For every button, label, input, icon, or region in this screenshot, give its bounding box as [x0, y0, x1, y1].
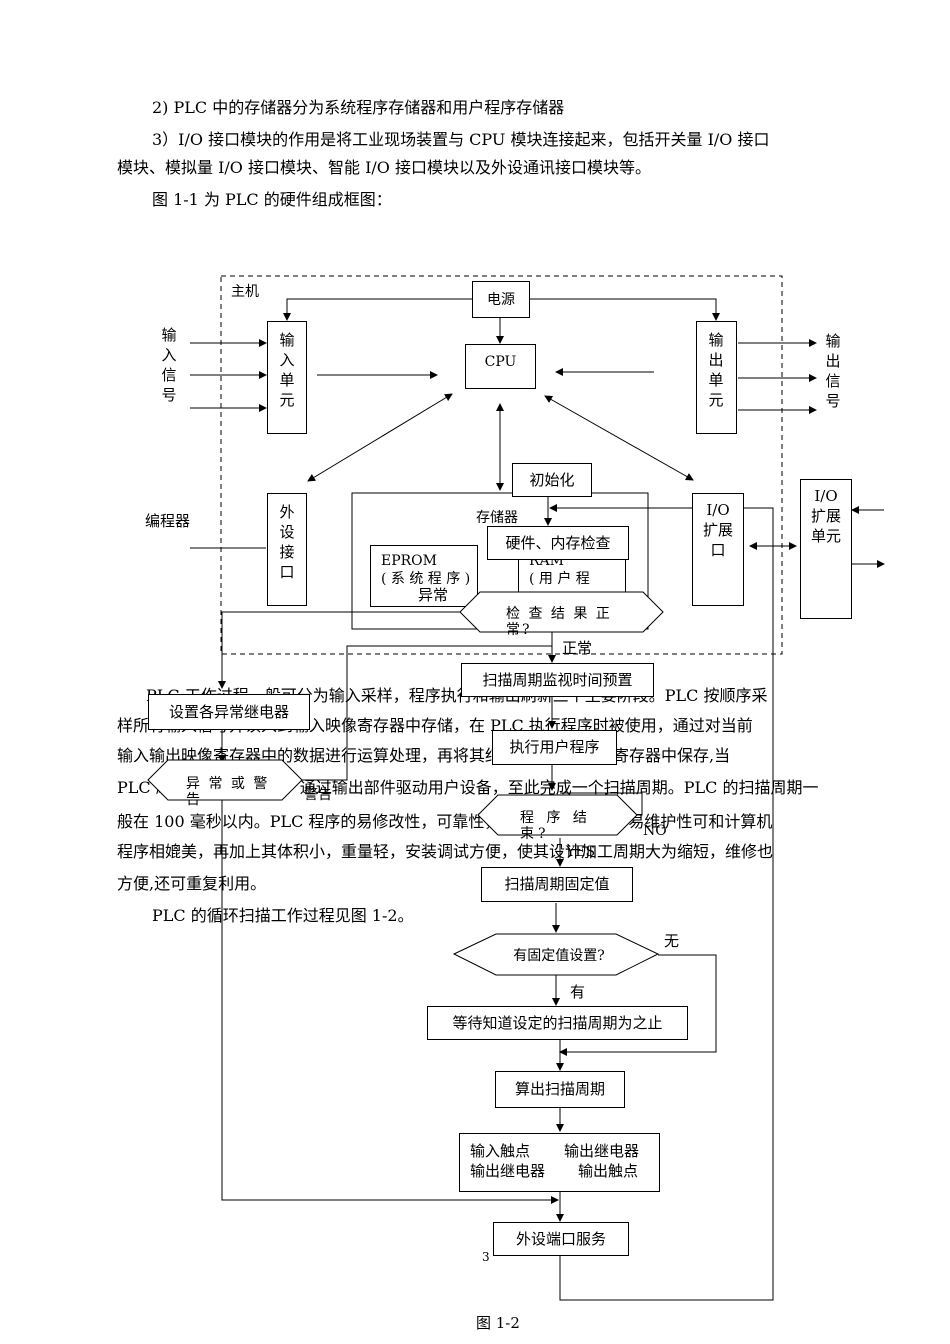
fixed-value-box: 扫描周期固定值 — [481, 867, 633, 902]
cpu-box: CPU — [465, 344, 536, 389]
paragraph-work-line7: 方便,还可重复利用。 — [117, 874, 267, 893]
exec-user-label: 执行用户程序 — [509, 738, 600, 756]
abnormal-label: 异常 — [418, 586, 449, 604]
init-label: 初始化 — [529, 471, 575, 489]
watchdog-label: 扫描周期监视时间预置 — [482, 671, 633, 689]
hw-check-label: 硬件、内存检查 — [505, 534, 611, 552]
programmer-label: 编程器 — [145, 512, 191, 530]
power-box: 电源 — [472, 281, 530, 318]
service-box: 外设端口服务 — [493, 1222, 629, 1256]
alarm-suffix-label: 警告 — [304, 787, 332, 803]
io-refresh-box: 输入触点 输出继电器 输出继电器 输出触点 — [459, 1133, 660, 1192]
calc-box: 算出扫描周期 — [495, 1071, 625, 1108]
program-end-label: 程 序 结 束? — [520, 810, 591, 842]
input-unit-box: 输入单元 — [267, 321, 307, 434]
watchdog-box: 扫描周期监视时间预置 — [461, 663, 654, 697]
io-line2-a: 输出继电器 — [470, 1162, 546, 1180]
output-unit-box: 输出单元 — [696, 321, 737, 434]
yes-label: YES — [566, 844, 596, 860]
page-number: 3 — [482, 1250, 490, 1264]
eprom-box: EPROM ( 系 统 程 序 ) — [370, 545, 478, 607]
none-label: 无 — [664, 932, 680, 950]
cpu-label: CPU — [484, 354, 517, 370]
calc-label: 算出扫描周期 — [514, 1080, 605, 1098]
set-relays-box: 设置各异常继电器 — [148, 694, 310, 730]
paragraph-scan-intro: PLC 的循环扫描工作过程见图 1-2。 — [152, 906, 414, 925]
io-unit-label: I/O扩展单元 — [811, 487, 842, 545]
normal-label: 正常 — [562, 639, 593, 657]
memory-label: 存储器 — [476, 510, 518, 526]
io-port-label: I/O扩展口 — [703, 501, 734, 559]
has-fixed-label: 有固定值设置? — [513, 948, 605, 964]
paragraph-io-line1: 3）I/O 接口模块的作用是将工业现场装置与 CPU 模块连接起来，包括开关量 … — [152, 130, 770, 149]
input-unit-label: 输入单元 — [279, 331, 295, 409]
ram-subtitle: ( 用 户 程 — [529, 571, 590, 587]
io-line2-b: 输出触点 — [578, 1162, 639, 1180]
peripheral-port-box: 外设接口 — [267, 493, 307, 606]
wait-label: 等待知道设定的扫描周期为之止 — [452, 1014, 663, 1032]
eprom-subtitle: ( 系 统 程 序 ) — [381, 571, 471, 587]
init-box: 初始化 — [512, 463, 592, 497]
hw-check-box: 硬件、内存检查 — [487, 526, 629, 560]
io-line1-b: 输出继电器 — [564, 1142, 640, 1160]
io-port-box: I/O扩展口 — [692, 493, 744, 606]
paragraph-memory: 2) PLC 中的存储器分为系统程序存储器和用户程序存储器 — [152, 98, 565, 117]
power-label: 电源 — [487, 292, 515, 308]
peripheral-port-label: 外设接口 — [279, 503, 295, 581]
no-label: NO — [643, 823, 667, 839]
figure-caption: 图 1-2 — [476, 1314, 520, 1332]
service-label: 外设端口服务 — [515, 1230, 606, 1248]
host-label: 主机 — [231, 284, 259, 300]
paragraph-fig-intro: 图 1-1 为 PLC 的硬件组成框图： — [152, 190, 392, 209]
exec-user-box: 执行用户程序 — [492, 730, 617, 765]
output-unit-label: 输出单元 — [708, 331, 724, 409]
input-signal-label: 输入信号 — [161, 326, 177, 404]
output-signal-label: 输出信号 — [825, 332, 841, 410]
io-line1-a: 输入触点 — [470, 1142, 531, 1160]
alarm-label: 异 常 或 警 告 — [186, 776, 270, 808]
io-unit-box: I/O扩展单元 — [800, 479, 852, 619]
wait-box: 等待知道设定的扫描周期为之止 — [427, 1006, 688, 1040]
check-ok-label: 检 查 结 果 正 常? — [506, 606, 612, 638]
fixed-value-label: 扫描周期固定值 — [504, 875, 610, 893]
eprom-title: EPROM — [381, 553, 437, 569]
set-relays-label: 设置各异常继电器 — [168, 703, 289, 721]
paragraph-work-line6: 程序相媲美，再加上其体积小，重量轻，安装调试方便，使其设计加工周期大为缩短，维修… — [117, 842, 774, 861]
has-label: 有 — [570, 983, 586, 1001]
paragraph-io-line2: 模块、模拟量 I/O 接口模块、智能 I/O 接口模块以及外设通讯接口模块等。 — [117, 158, 652, 177]
